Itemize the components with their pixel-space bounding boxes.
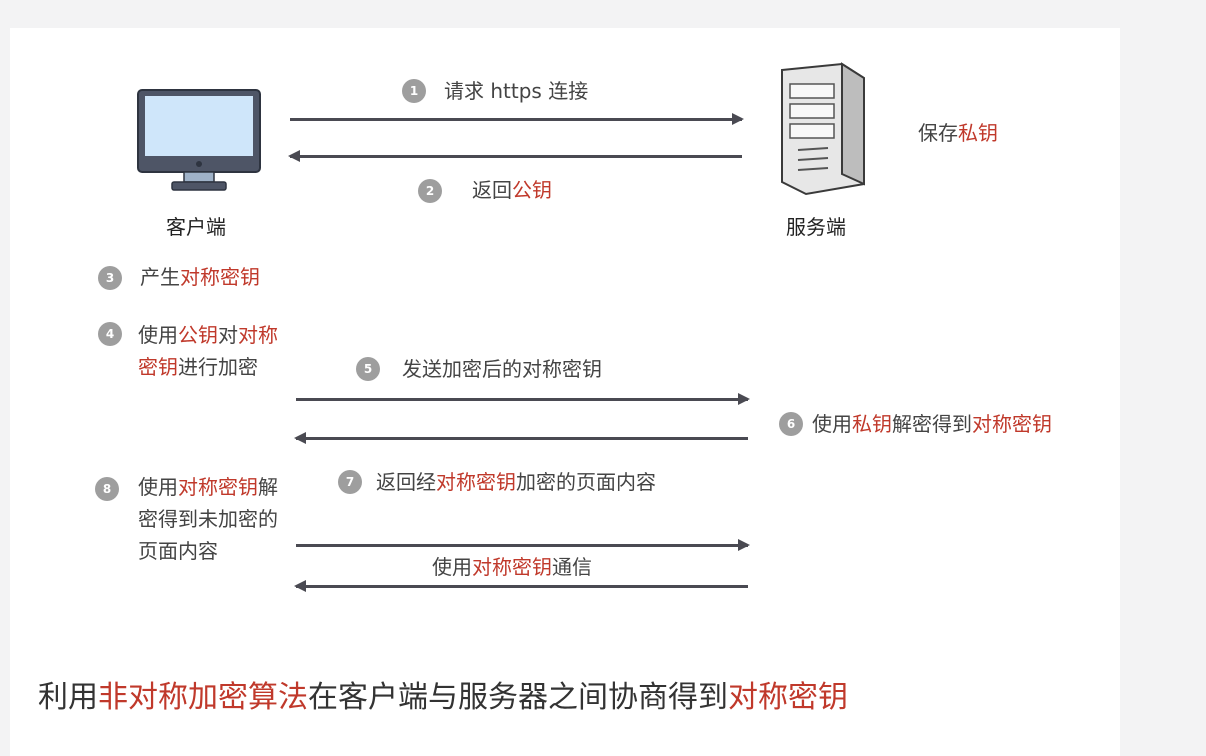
step-badge-5: 5 <box>356 357 380 381</box>
arrow-return-public-key <box>288 150 742 162</box>
step-6-d: 对称密钥 <box>972 412 1052 436</box>
step-3-key: 对称密钥 <box>180 265 260 289</box>
step-4-c: 对 <box>218 323 238 347</box>
server-note: 保存私钥 <box>918 120 998 146</box>
arrow-request <box>290 113 744 125</box>
step-7-text: 返回经对称密钥加密的页面内容 <box>376 469 656 495</box>
step-badge-3: 3 <box>98 266 122 290</box>
step-badge-4: 4 <box>98 322 122 346</box>
step-1-text: 请求 https 连接 <box>444 79 589 103</box>
summary-a: 利用 <box>38 680 98 715</box>
step-6-a: 使用 <box>812 412 852 436</box>
summary-c: 在客户端与服务器之间协商得到 <box>308 680 728 715</box>
comm-a: 使用 <box>432 555 472 579</box>
step-6-c: 解密得到 <box>892 412 972 436</box>
monitor-icon <box>137 89 261 191</box>
step-4-e: 进行加密 <box>178 355 258 379</box>
arrow-comm-left <box>294 580 748 592</box>
summary-text: 利用非对称加密算法在客户端与服务器之间协商得到对称密钥 <box>38 672 848 716</box>
step-badge-1: 1 <box>402 79 426 103</box>
step-badge-8: 8 <box>95 477 119 501</box>
step-4-a: 使用 <box>138 323 178 347</box>
comm-c: 通信 <box>552 555 592 579</box>
step-badge-7: 7 <box>338 470 362 494</box>
summary-d: 对称密钥 <box>728 680 848 715</box>
step-8-c: 解密得到未加密的页面内容 <box>138 475 278 563</box>
comm-text: 使用对称密钥通信 <box>432 554 592 580</box>
summary-b: 非对称加密算法 <box>98 680 308 715</box>
arrow-return-6 <box>294 432 748 444</box>
server-icon <box>781 62 865 196</box>
step-4-b: 公钥 <box>178 323 218 347</box>
server-label: 服务端 <box>786 217 846 239</box>
step-badge-2: 2 <box>418 179 442 203</box>
step-6-text: 使用私钥解密得到对称密钥 <box>812 411 1052 437</box>
private-key-text: 私钥 <box>958 121 998 145</box>
step-2-text: 返回公钥 <box>472 177 552 203</box>
server-note-prefix: 保存 <box>918 121 958 145</box>
step-7-c: 加密的页面内容 <box>516 470 656 494</box>
step-8-text: 使用对称密钥解密得到未加密的页面内容 <box>138 471 286 567</box>
step-badge-6: 6 <box>779 412 803 436</box>
step-4-d: 对称密钥 <box>138 323 278 379</box>
comm-b: 对称密钥 <box>472 555 552 579</box>
arrow-comm-right <box>296 539 750 551</box>
step-7-a: 返回经 <box>376 470 436 494</box>
step-8-b: 对称密钥 <box>178 475 258 499</box>
step-6-b: 私钥 <box>852 412 892 436</box>
step-8-a: 使用 <box>138 475 178 499</box>
step-7-b: 对称密钥 <box>436 470 516 494</box>
step-3-text: 产生对称密钥 <box>140 264 260 290</box>
step-4-text: 使用公钥对对称密钥进行加密 <box>138 319 286 383</box>
arrow-send-encrypted-key <box>296 393 750 405</box>
client-label: 客户端 <box>166 217 226 239</box>
step-2-prefix: 返回 <box>472 178 512 202</box>
step-2-key: 公钥 <box>512 178 552 202</box>
step-3-prefix: 产生 <box>140 265 180 289</box>
step-5-text: 发送加密后的对称密钥 <box>402 357 602 381</box>
